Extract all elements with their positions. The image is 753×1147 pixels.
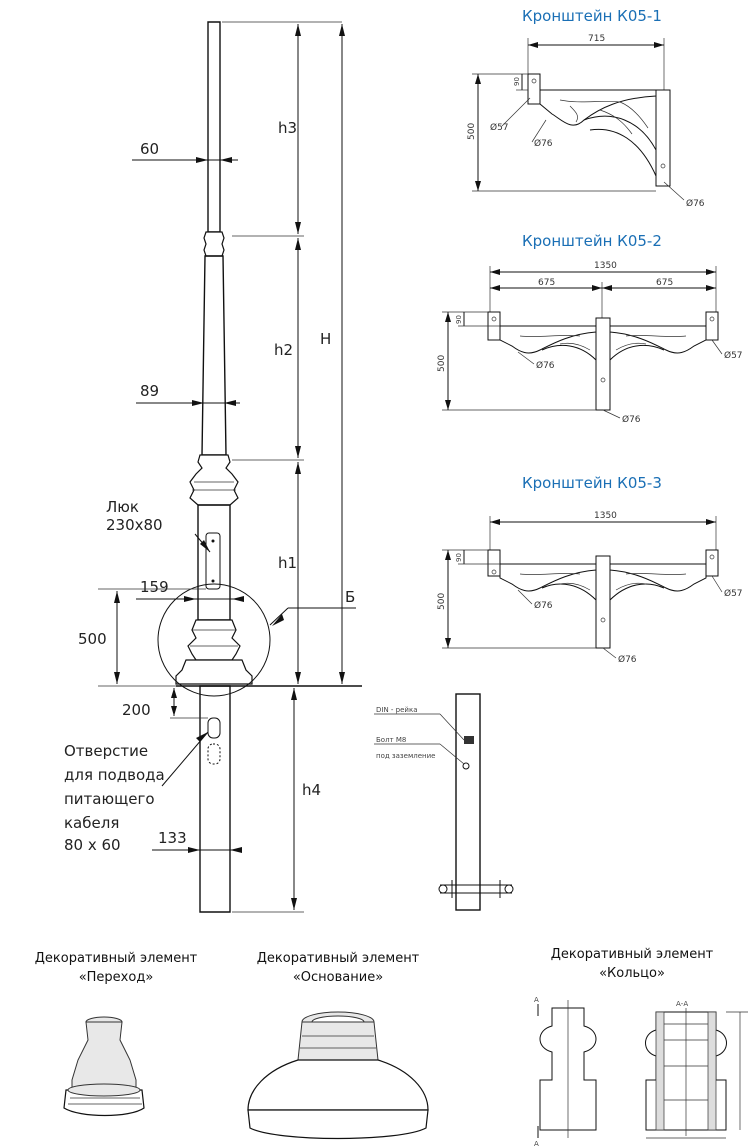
label-h2: h2 xyxy=(274,341,293,359)
cable-text-2: для подвода xyxy=(64,766,165,784)
label-h4: h4 xyxy=(302,781,321,799)
section-label: Б xyxy=(345,588,355,606)
pole-drawing: Б h3 h2 h1 h4 H 60 xyxy=(64,21,362,913)
label-d159: 159 xyxy=(140,578,169,596)
cable-text-5: 80 x 60 xyxy=(64,836,121,854)
ring-cut-top: А xyxy=(534,996,539,1004)
hatch-size: 230x80 xyxy=(106,516,163,534)
bracket-k05-2: Кронштейн К05-2 1350 675 675 500 xyxy=(437,232,743,425)
label-d133: 133 xyxy=(158,829,187,847)
hatch-title: Люк xyxy=(106,498,139,516)
element-3-line1: Декоративный элемент xyxy=(551,947,714,962)
bracket-1-height: 500 xyxy=(467,123,477,140)
bracket-2-d1: Ø76 xyxy=(536,360,555,371)
label-d89: 89 xyxy=(140,382,159,400)
bracket-2-d2: Ø57 xyxy=(724,350,743,361)
detail-b-drawing: DIN - рейка Болт М8 под заземление xyxy=(374,693,514,911)
cable-text-3: питающего xyxy=(64,790,155,808)
bracket-3-d1: Ø76 xyxy=(534,600,553,611)
bracket-2-width: 1350 xyxy=(594,261,617,271)
bracket-3-width: 1350 xyxy=(594,511,617,521)
bracket-3-height: 500 xyxy=(437,593,447,610)
bracket-1-title: Кронштейн К05-1 xyxy=(522,7,662,25)
bracket-1-htop: 90 xyxy=(513,77,521,86)
bracket-1-d3: Ø76 xyxy=(686,198,705,209)
label-200: 200 xyxy=(122,701,151,719)
ring-section-label: А-А xyxy=(676,1000,688,1008)
cable-text-1: Отверстие xyxy=(64,742,148,760)
bracket-3-htop: 90 xyxy=(455,553,463,562)
element-1-line2: «Переход» xyxy=(79,970,154,985)
element-1-line1: Декоративный элемент xyxy=(35,951,198,966)
bracket-2-title: Кронштейн К05-2 xyxy=(522,232,662,250)
element-osnovanie: Декоративный элемент «Основание» xyxy=(247,951,429,1140)
bracket-2-height: 500 xyxy=(437,355,447,372)
element-2-line2: «Основание» xyxy=(293,970,383,985)
bracket-1-d2: Ø76 xyxy=(534,138,553,149)
bracket-3-d2: Ø57 xyxy=(724,588,743,599)
element-perehod: Декоративный элемент «Переход» xyxy=(35,951,198,1117)
bracket-k05-1: Кронштейн К05-1 715 500 90 Ø57 Ø76 Ø76 xyxy=(467,7,705,209)
din-rail-label: DIN - рейка xyxy=(376,706,417,714)
element-koltso: Декоративный элемент «Кольцо» А А А-А xyxy=(534,947,748,1147)
bracket-3-title: Кронштейн К05-3 xyxy=(522,474,662,492)
bracket-1-width: 715 xyxy=(588,34,605,44)
bracket-2-d3: Ø76 xyxy=(622,414,641,425)
bracket-2-half-left: 675 xyxy=(538,278,555,288)
label-h3: h3 xyxy=(278,119,297,137)
bolt-label-1: Болт М8 xyxy=(376,736,406,744)
cable-text-4: кабеля xyxy=(64,814,119,832)
element-3-line2: «Кольцо» xyxy=(599,966,665,981)
element-2-line1: Декоративный элемент xyxy=(257,951,420,966)
ring-cut-bottom: А xyxy=(534,1140,539,1147)
bracket-2-half-right: 675 xyxy=(656,278,673,288)
bracket-2-htop: 90 xyxy=(455,315,463,324)
label-d60: 60 xyxy=(140,140,159,158)
label-500: 500 xyxy=(78,630,107,648)
bracket-3-d3: Ø76 xyxy=(618,654,637,665)
bracket-1-d1: Ø57 xyxy=(490,122,509,133)
label-H: H xyxy=(320,330,331,348)
bolt-label-2: под заземление xyxy=(376,752,435,760)
label-h1: h1 xyxy=(278,554,297,572)
bracket-k05-3: Кронштейн К05-3 1350 500 90 Ø76 Ø57 xyxy=(437,474,743,665)
